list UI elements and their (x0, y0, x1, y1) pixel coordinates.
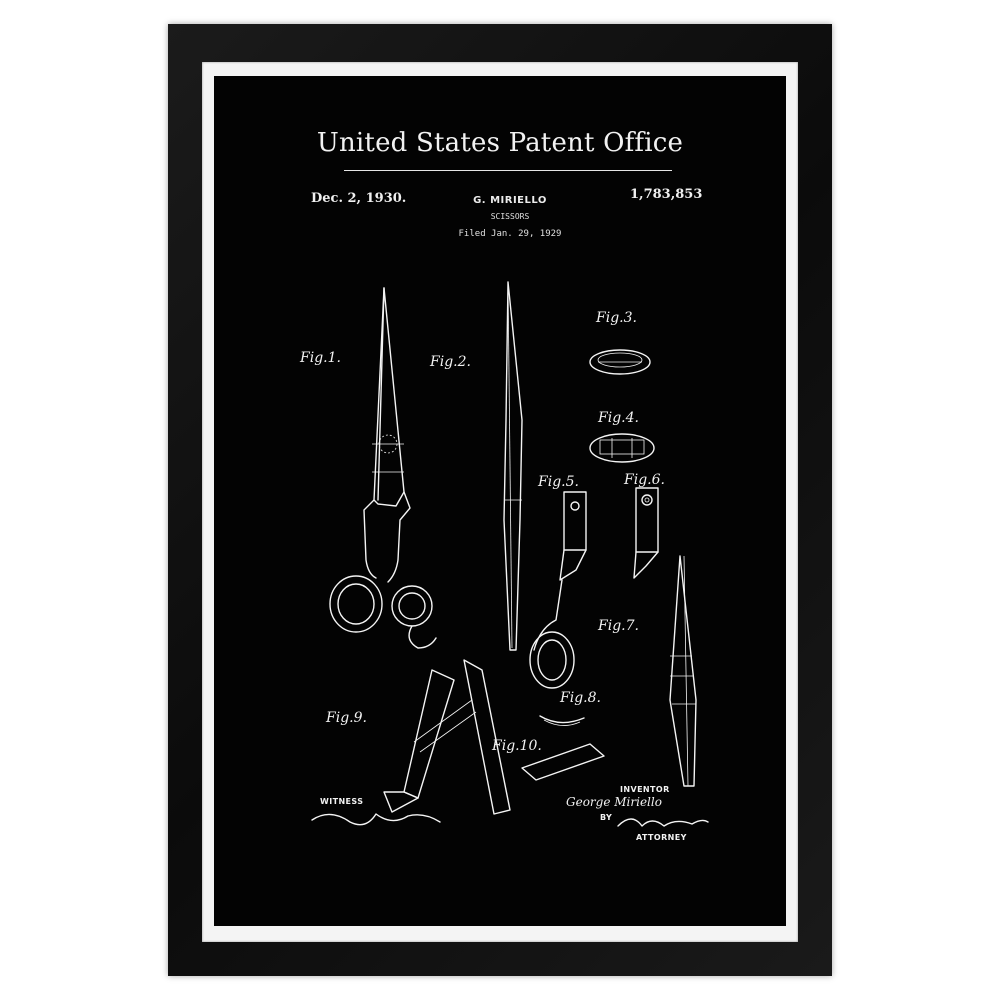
witness-label: WITNESS (320, 797, 363, 806)
fig5-handle-drawing (529, 491, 587, 689)
fig10-plate-drawing (521, 743, 605, 781)
inventor-short-name: G. MIRIELLO (473, 195, 547, 206)
patent-number: 1,783,853 (630, 187, 703, 202)
inventor-label: INVENTOR (620, 785, 670, 794)
patent-drawing: Fig.1. Fig.2. Fig.3. Fig.4. Fig.5. Fig.6… (299, 281, 709, 842)
patent-poster (214, 76, 786, 926)
fig6-label: Fig.6. (623, 472, 665, 488)
inventor-name: George Miriello (566, 795, 662, 809)
patent-subject: SCISSORS (490, 212, 530, 221)
title-underline (344, 170, 672, 171)
fig7-blade-point-drawing (669, 555, 697, 787)
fig3-pivot-disc-drawing (589, 349, 651, 375)
fig2-label: Fig.2. (429, 354, 471, 370)
patent-date: Dec. 2, 1930. (311, 191, 407, 206)
fig4-label: Fig.4. (597, 410, 639, 426)
filed-date: Filed Jan. 29, 1929 (458, 229, 562, 239)
fig9-label: Fig.9. (325, 710, 367, 726)
fig6-blade-part-drawing (633, 487, 659, 579)
fig8-label: Fig.8. (559, 690, 601, 706)
fig2-blade-drawing (503, 281, 523, 651)
fig4-pivot-section-drawing (589, 433, 655, 463)
fig1-scissors-drawing (329, 287, 437, 649)
fig10-label: Fig.10. (491, 738, 542, 754)
fig9-crossed-blades-drawing (383, 659, 511, 815)
by-label: BY (600, 813, 612, 822)
fig1-label: Fig.1. (299, 350, 341, 366)
attorney-signature (617, 818, 709, 827)
patent-office-title: United States Patent Office (316, 128, 684, 158)
fig3-label: Fig.3. (595, 310, 637, 326)
attorney-label: ATTORNEY (636, 833, 687, 842)
fig5-label: Fig.5. (537, 474, 579, 490)
fig8-detail-drawing (539, 715, 585, 726)
witness-signature (311, 813, 441, 826)
fig7-label: Fig.7. (597, 618, 639, 634)
